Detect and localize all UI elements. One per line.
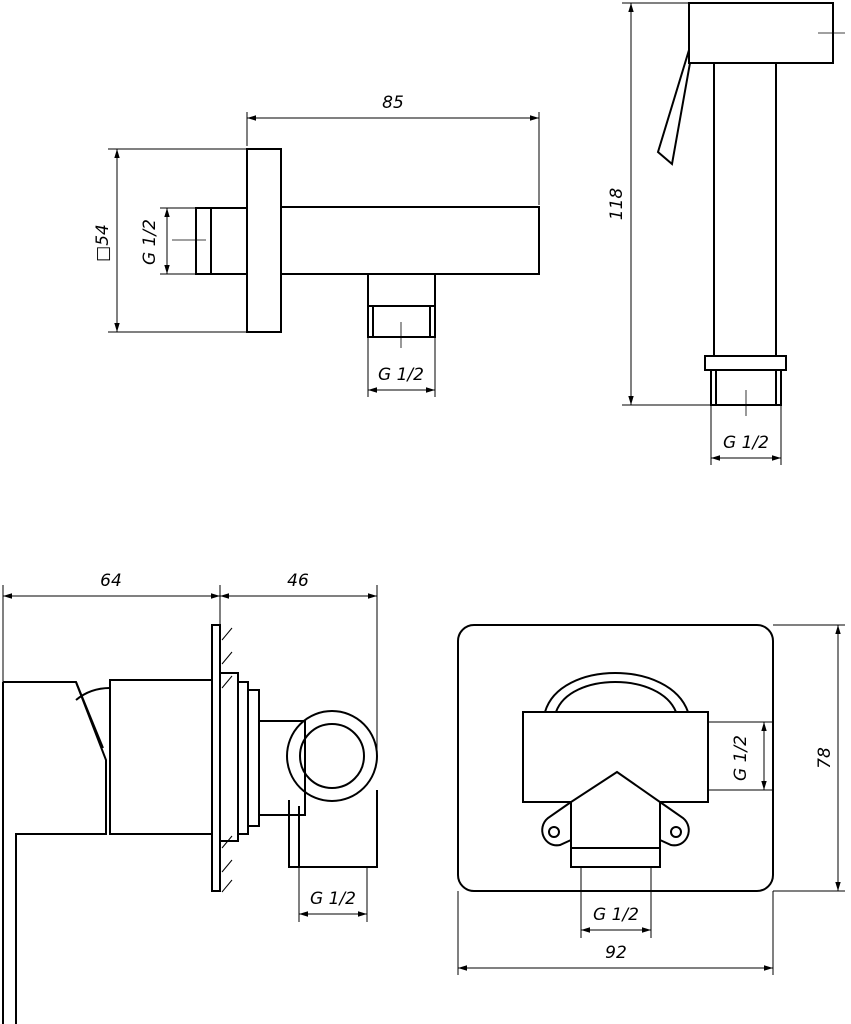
dimension-depth-b-label: 46 (287, 571, 309, 591)
dimension-height: 78 (773, 624, 845, 892)
mounting-ear-left (541, 801, 572, 847)
dimension-length: 85 (246, 93, 540, 205)
dimension-length-label: 85 (382, 93, 404, 113)
dimension-thread-inlet: G 1/2 (140, 207, 196, 275)
mixer-body (2, 624, 378, 1024)
dimension-depth-a: 64 (2, 571, 221, 682)
dimension-thread: G 1/2 (298, 867, 368, 922)
view-top-right: 118 G 1/2 (607, 2, 845, 465)
dimension-height: 118 (607, 2, 711, 406)
dimension-thread: G 1/2 (710, 405, 782, 465)
mixer-front (457, 624, 774, 892)
dimension-width: 92 (457, 891, 774, 975)
thread-inlet-label: G 1/2 (140, 219, 160, 265)
wall-hatch (221, 627, 233, 893)
thread-label: G 1/2 (723, 433, 769, 453)
dimension-thread-bottom: G 1/2 (580, 867, 652, 938)
thread-label: G 1/2 (310, 889, 356, 909)
dimension-size-label: □54 (93, 224, 113, 262)
dimension-thread-side: G 1/2 (708, 721, 772, 791)
thread-side-label: G 1/2 (731, 735, 751, 781)
shower-head (656, 2, 845, 416)
dimension-width-label: 92 (605, 943, 627, 963)
dimension-height-label: 78 (815, 747, 835, 769)
thread-outlet-label: G 1/2 (378, 365, 424, 385)
thread-bottom-label: G 1/2 (593, 905, 639, 925)
view-top-left: 85 □54 G 1/2 G 1/2 (93, 93, 540, 397)
mounting-ear-right (659, 801, 690, 847)
view-bottom-left: 64 46 G 1/2 (2, 571, 378, 1024)
dimension-depth-b: 46 (220, 571, 378, 756)
dimension-size: □54 (93, 148, 247, 333)
square-symbol: □ (93, 246, 113, 262)
dimension-thread-outlet: G 1/2 (367, 337, 436, 397)
dimension-depth-a-label: 64 (100, 571, 122, 591)
view-bottom-right: 78 G 1/2 G 1/2 92 (457, 624, 845, 975)
outlet-body (172, 148, 540, 348)
dimension-height-label: 118 (607, 188, 627, 221)
